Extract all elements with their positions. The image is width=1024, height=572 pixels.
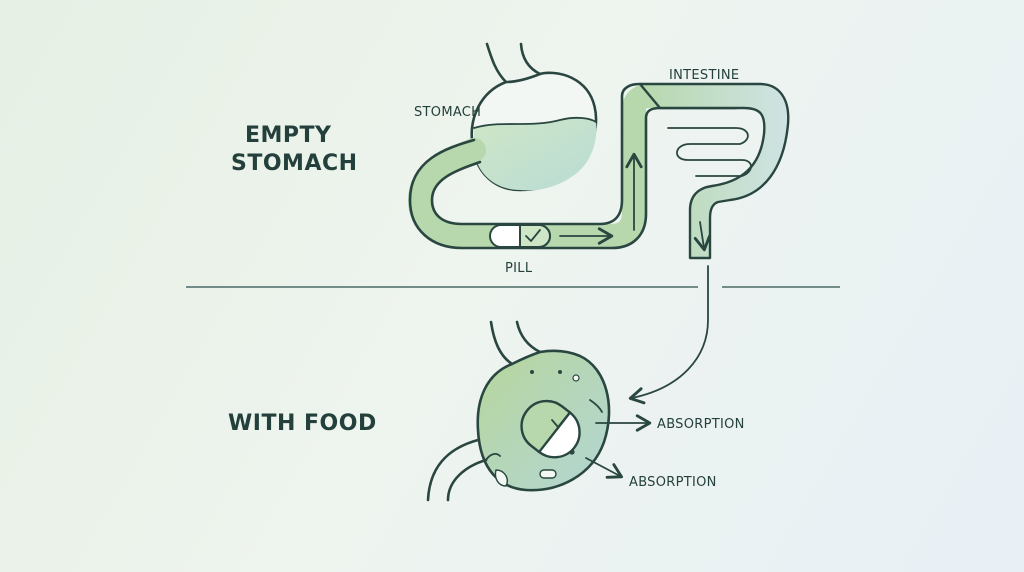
intestine-label: INTESTINE xyxy=(669,68,739,83)
pill-label: PILL xyxy=(505,261,533,276)
pill-icon xyxy=(489,224,552,248)
checkmark-icon xyxy=(551,411,571,428)
section-title-empty-line1: EMPTY xyxy=(245,123,332,148)
stomach-with-food-icon xyxy=(426,320,611,502)
capsule-icon xyxy=(520,399,581,459)
intestine-icon xyxy=(638,82,790,260)
section-title-food: WITH FOOD xyxy=(228,411,377,436)
section-title-empty-line2: STOMACH xyxy=(231,151,358,176)
absorption-label-2: ABSORPTION xyxy=(629,475,717,490)
absorption-label-1: ABSORPTION xyxy=(657,417,745,432)
stomach-label: STOMACH xyxy=(414,105,481,120)
checkmark-icon xyxy=(525,229,541,242)
absorption-arrow-2 xyxy=(585,457,624,479)
connector-arrow-icon xyxy=(628,265,709,405)
stomach-icon xyxy=(470,42,598,192)
